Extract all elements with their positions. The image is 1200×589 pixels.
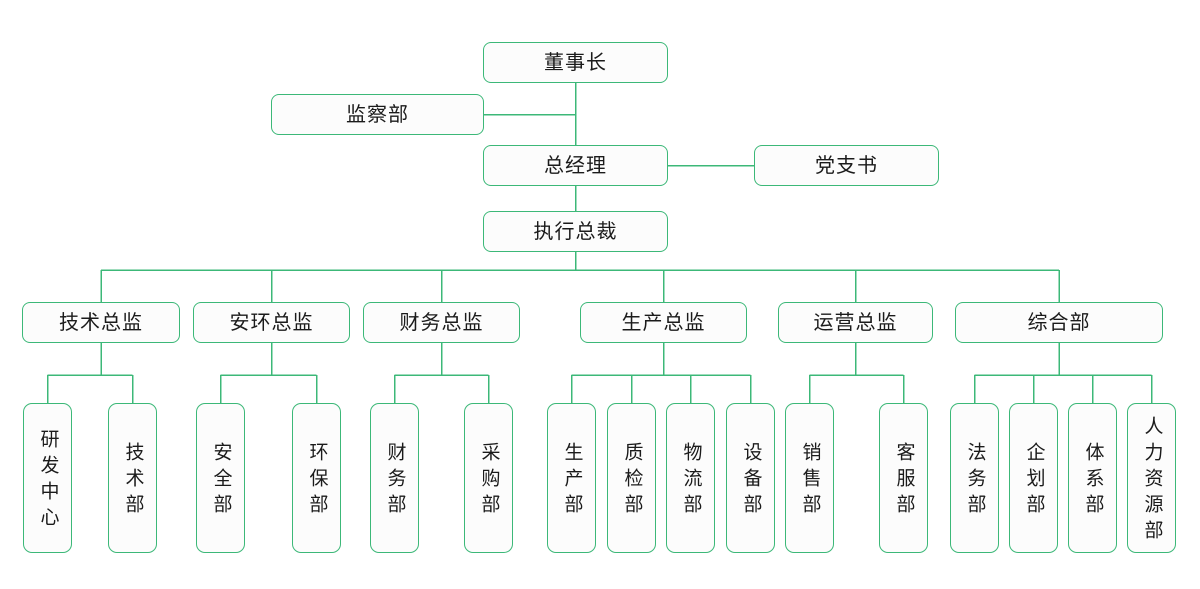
node-planning-dept[interactable]: 企划部 xyxy=(1009,403,1058,553)
node-chairman[interactable]: 董事长 xyxy=(483,42,668,83)
node-production-dept[interactable]: 生产部 xyxy=(547,403,596,553)
node-label: 人力资源部 xyxy=(1141,416,1164,546)
node-environment-dept[interactable]: 环保部 xyxy=(292,403,341,553)
node-hr-dept[interactable]: 人力资源部 xyxy=(1127,403,1176,553)
node-label: 技术部 xyxy=(122,442,145,520)
node-label: 技术总监 xyxy=(59,309,143,334)
node-rd-center[interactable]: 研发中心 xyxy=(23,403,72,553)
node-tech-director[interactable]: 技术总监 xyxy=(22,302,180,343)
node-label: 生产总监 xyxy=(621,309,706,334)
node-general-manager[interactable]: 总经理 xyxy=(483,145,668,186)
node-label: 财务部 xyxy=(384,442,407,520)
node-sales-dept[interactable]: 销售部 xyxy=(785,403,834,553)
node-party-secretary[interactable]: 党支书 xyxy=(754,145,939,186)
node-label: 党支书 xyxy=(815,152,878,177)
node-quality-dept[interactable]: 质检部 xyxy=(607,403,656,553)
node-label: 安全部 xyxy=(210,442,233,520)
node-label: 物流部 xyxy=(680,442,703,520)
node-label: 企划部 xyxy=(1023,442,1046,520)
node-label: 执行总裁 xyxy=(533,218,618,243)
node-safety-dept[interactable]: 安全部 xyxy=(196,403,245,553)
node-label: 安环总监 xyxy=(229,309,314,334)
node-label: 董事长 xyxy=(544,49,607,74)
node-finance-dept[interactable]: 财务部 xyxy=(370,403,419,553)
node-label: 采购部 xyxy=(478,442,501,520)
node-system-dept[interactable]: 体系部 xyxy=(1068,403,1117,553)
node-label: 总经理 xyxy=(544,152,607,177)
node-label: 研发中心 xyxy=(37,429,60,533)
node-general-affairs[interactable]: 综合部 xyxy=(955,302,1163,343)
node-label: 质检部 xyxy=(621,442,644,520)
node-tech-dept[interactable]: 技术部 xyxy=(108,403,157,553)
node-label: 法务部 xyxy=(964,442,987,520)
node-safety-env-director[interactable]: 安环总监 xyxy=(193,302,350,343)
node-equipment-dept[interactable]: 设备部 xyxy=(726,403,775,553)
node-label: 体系部 xyxy=(1082,442,1105,520)
node-inspection-dept[interactable]: 监察部 xyxy=(271,94,484,135)
node-executive-president[interactable]: 执行总裁 xyxy=(483,211,668,252)
node-label: 销售部 xyxy=(799,442,822,520)
node-production-director[interactable]: 生产总监 xyxy=(580,302,747,343)
node-label: 监察部 xyxy=(346,101,409,126)
node-label: 财务总监 xyxy=(399,309,484,334)
node-operations-director[interactable]: 运营总监 xyxy=(778,302,933,343)
node-legal-dept[interactable]: 法务部 xyxy=(950,403,999,553)
node-label: 客服部 xyxy=(893,442,916,520)
node-customer-service-dept[interactable]: 客服部 xyxy=(879,403,928,553)
node-label: 运营总监 xyxy=(813,309,898,334)
node-label: 生产部 xyxy=(561,442,584,520)
node-label: 环保部 xyxy=(306,442,329,520)
node-procurement-dept[interactable]: 采购部 xyxy=(464,403,513,553)
node-label: 综合部 xyxy=(1027,309,1091,334)
node-finance-director[interactable]: 财务总监 xyxy=(363,302,520,343)
node-logistics-dept[interactable]: 物流部 xyxy=(666,403,715,553)
node-label: 设备部 xyxy=(740,442,763,520)
